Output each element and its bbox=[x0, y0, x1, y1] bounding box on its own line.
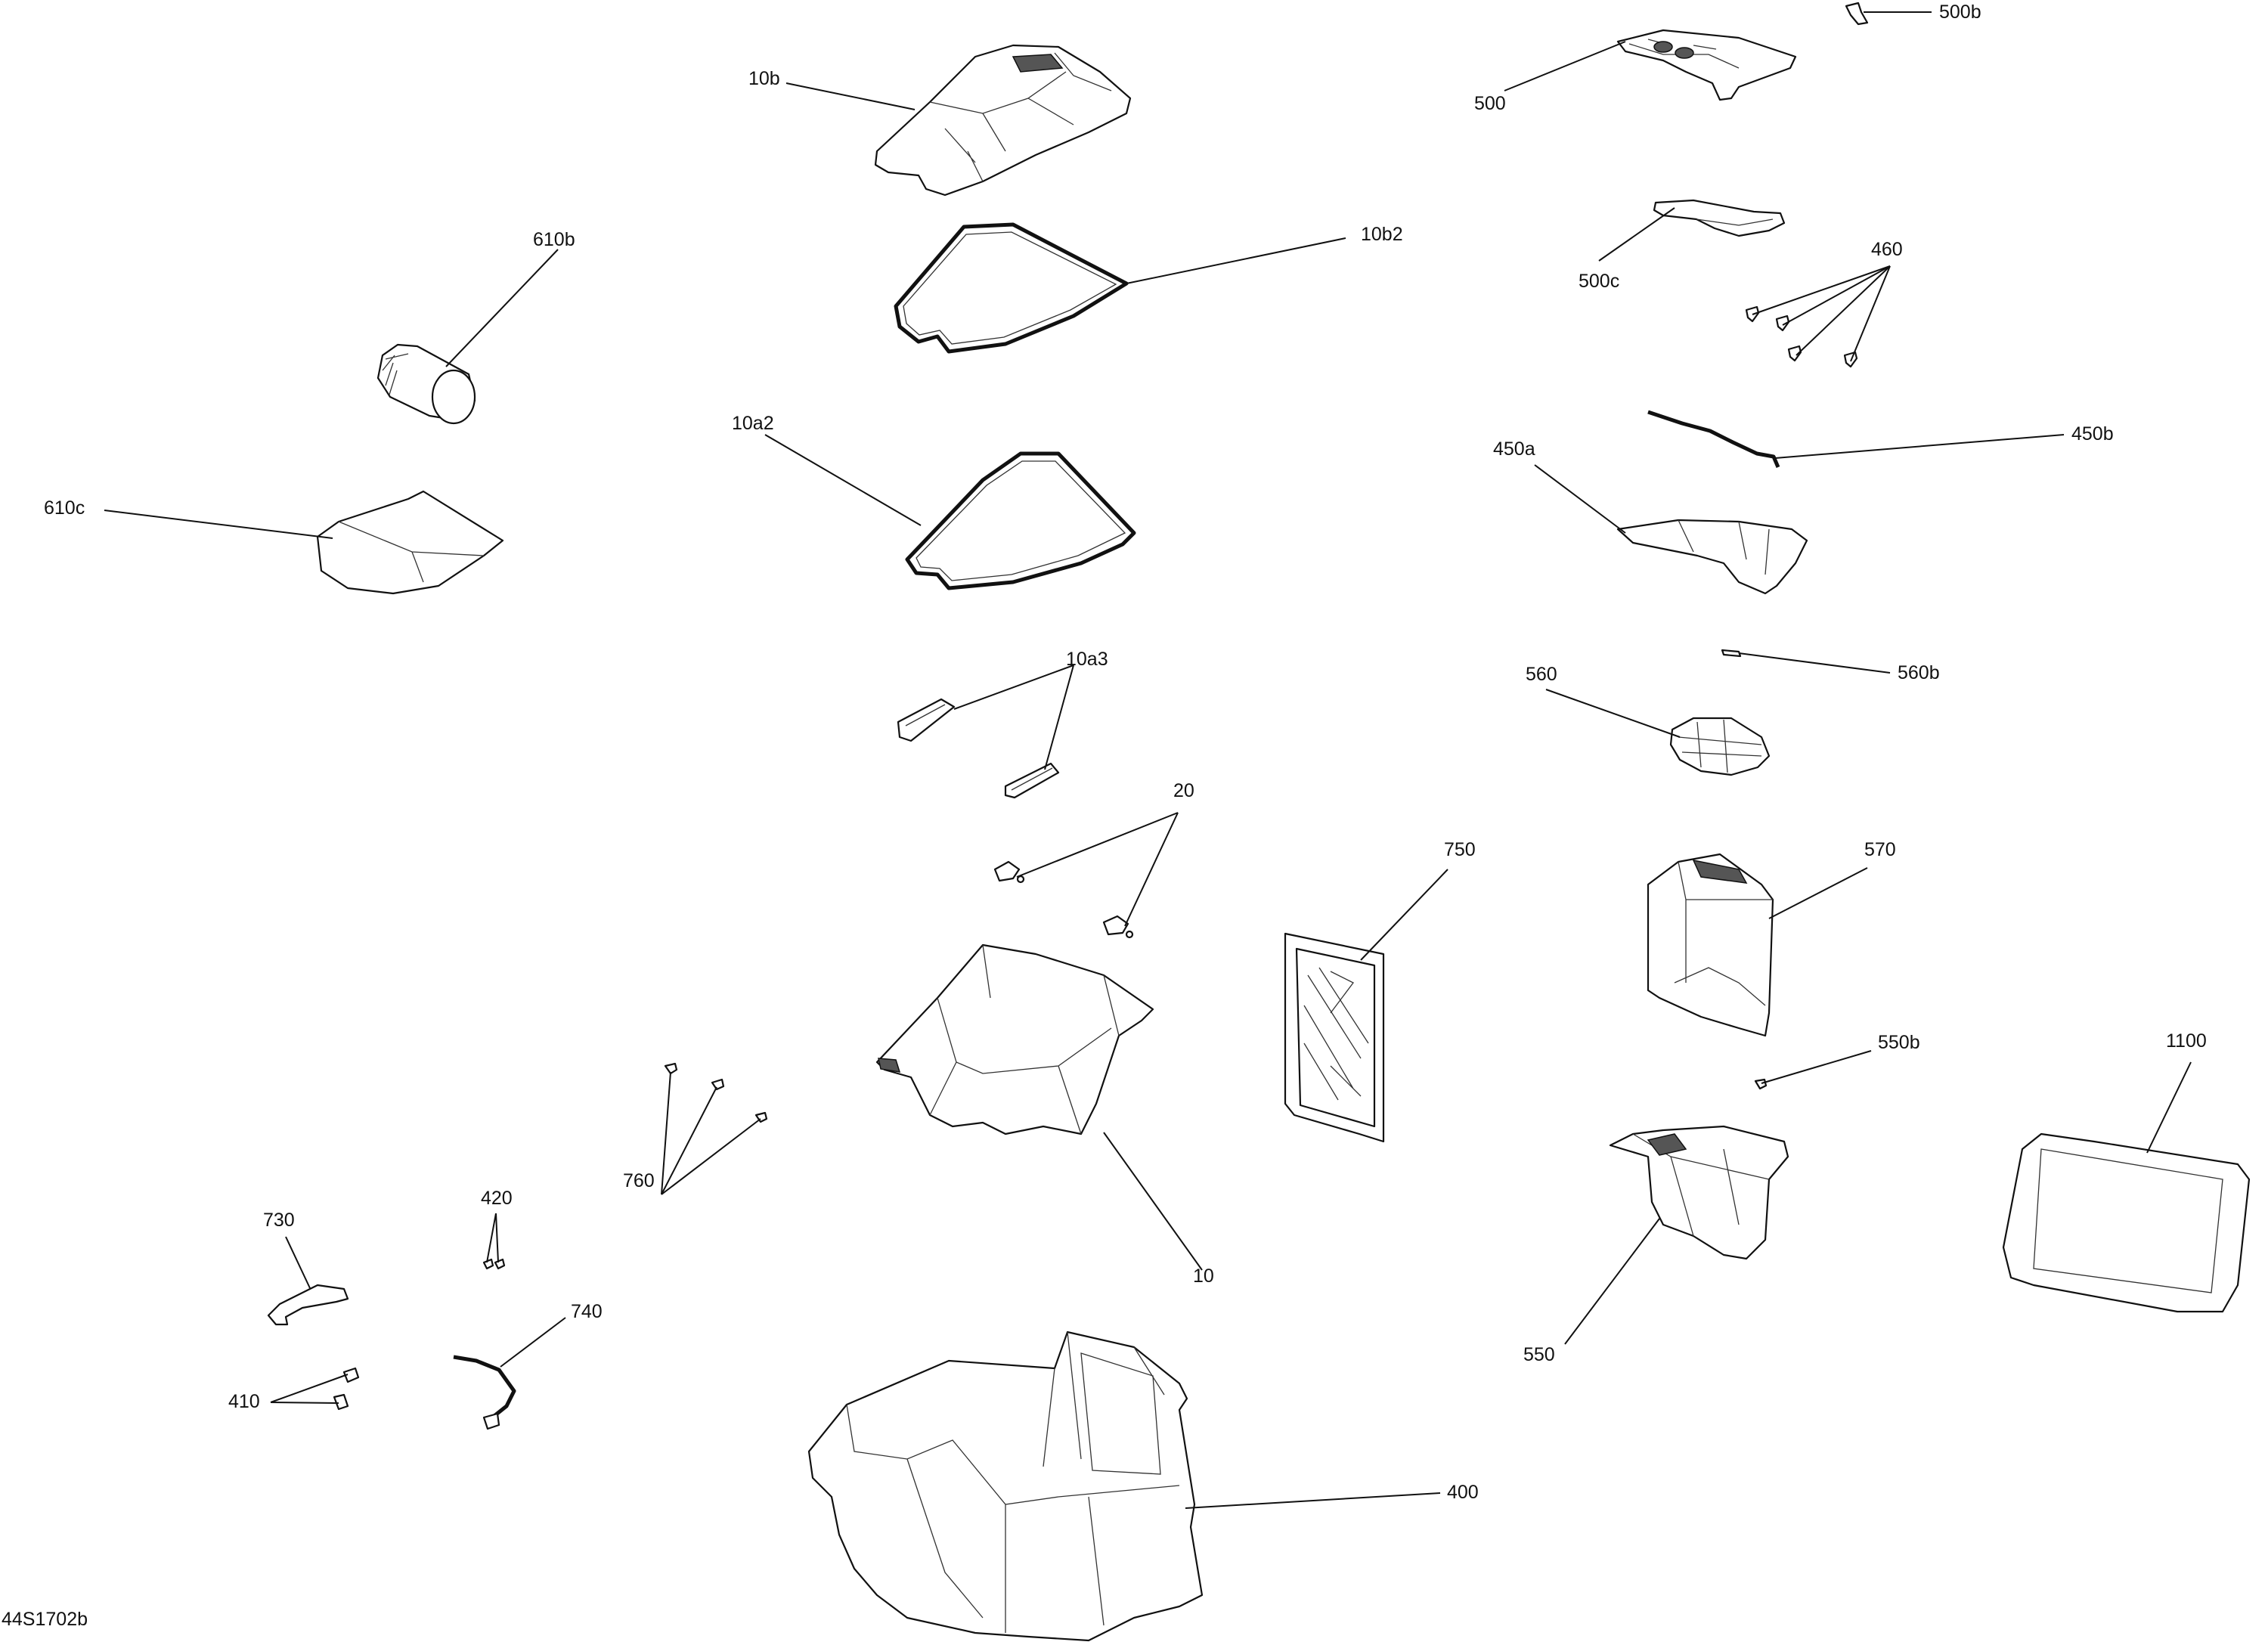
callout-10a3: 10a3 bbox=[1066, 649, 1108, 670]
part-1100-air-filter bbox=[2002, 1132, 2251, 1313]
callout-550b: 550b bbox=[1878, 1032, 1920, 1053]
part-740-strap bbox=[453, 1355, 516, 1430]
callout-730: 730 bbox=[263, 1210, 295, 1231]
callout-10a2: 10a2 bbox=[732, 413, 774, 434]
part-10b2-seal bbox=[894, 222, 1129, 354]
part-730-handle bbox=[267, 1284, 349, 1326]
callout-740: 740 bbox=[571, 1301, 603, 1322]
part-750-grille-panel bbox=[1284, 932, 1385, 1143]
part-20-clips bbox=[993, 860, 1134, 939]
part-450b-rod bbox=[1647, 410, 1780, 468]
part-560-flap bbox=[1669, 717, 1771, 776]
callout-1100: 1100 bbox=[2166, 1030, 2207, 1052]
diagram-reference-code: 44S1702b bbox=[2, 1609, 88, 1630]
callout-560b: 560b bbox=[1898, 662, 1940, 683]
part-500b-clip bbox=[1845, 2, 1869, 26]
leader-lines bbox=[104, 11, 2192, 1509]
callout-410: 410 bbox=[228, 1391, 260, 1412]
callout-500c: 500c bbox=[1579, 271, 1619, 292]
callout-10b: 10b bbox=[748, 68, 780, 89]
callout-570: 570 bbox=[1864, 839, 1896, 860]
part-610c-filter-plate bbox=[316, 490, 504, 595]
part-760-screws bbox=[664, 1062, 768, 1123]
callout-10: 10 bbox=[1193, 1266, 1214, 1287]
part-10a3-foam-strips bbox=[897, 698, 1060, 799]
callout-450b: 450b bbox=[2071, 423, 2114, 445]
part-460-fasteners bbox=[1745, 305, 1858, 368]
callout-450a: 450a bbox=[1493, 438, 1535, 460]
part-10-airbox-tray bbox=[875, 943, 1154, 1135]
callout-20: 20 bbox=[1173, 780, 1194, 801]
part-400-lower-box bbox=[807, 1331, 1204, 1642]
callout-750: 750 bbox=[1444, 839, 1476, 860]
callout-760: 760 bbox=[623, 1170, 655, 1191]
part-550b-screw bbox=[1754, 1078, 1768, 1090]
callout-420: 420 bbox=[481, 1188, 513, 1209]
part-610b-filter-cartridge bbox=[376, 343, 476, 425]
part-570-cover-box bbox=[1647, 853, 1774, 1037]
callout-560: 560 bbox=[1526, 664, 1557, 685]
part-500c-bracket bbox=[1653, 199, 1786, 237]
callout-400: 400 bbox=[1447, 1482, 1479, 1503]
part-450a-intake-housing bbox=[1616, 519, 1808, 595]
part-550-tray-housing bbox=[1609, 1125, 1789, 1260]
part-560b-strip bbox=[1721, 649, 1742, 658]
part-10b-airbox-cover bbox=[874, 44, 1132, 197]
callout-610c: 610c bbox=[44, 497, 85, 519]
part-10a2-seal bbox=[905, 451, 1136, 590]
part-410-clips bbox=[333, 1367, 360, 1411]
callout-10b2: 10b2 bbox=[1361, 224, 1403, 245]
callout-500b: 500b bbox=[1939, 2, 1981, 23]
callout-550: 550 bbox=[1523, 1344, 1555, 1365]
callout-610b: 610b bbox=[533, 229, 575, 250]
part-500-upper-duct bbox=[1616, 29, 1797, 101]
callout-460: 460 bbox=[1871, 239, 1903, 260]
callout-500: 500 bbox=[1474, 93, 1506, 114]
